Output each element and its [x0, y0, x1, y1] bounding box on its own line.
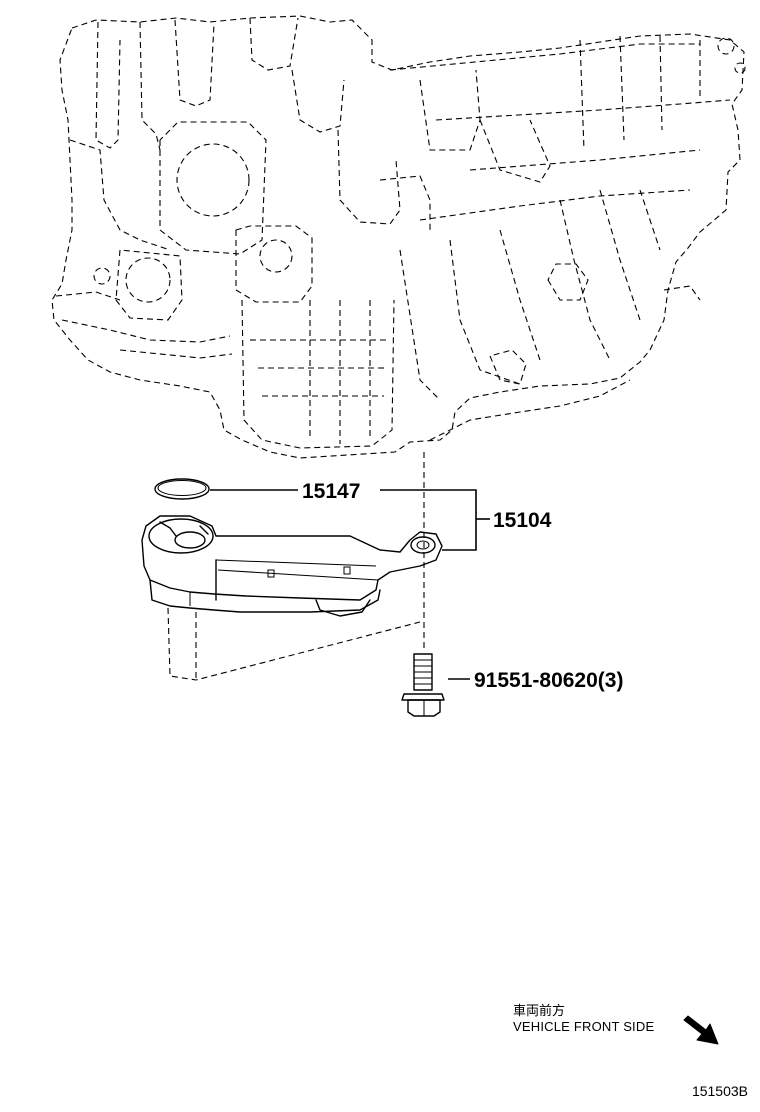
- direction-note-japanese: 車両前方: [513, 1004, 566, 1019]
- o-ring: [154, 478, 210, 500]
- leader-lines: [210, 489, 490, 680]
- callout-o-ring: 15147: [302, 480, 360, 503]
- callout-bolt: 91551-80620(3): [474, 669, 623, 692]
- figure-code: 151503B: [691, 1083, 748, 1099]
- direction-note-english: VEHICLE FRONT SIDE: [513, 1019, 655, 1034]
- oil-strainer-assembly: [141, 515, 443, 681]
- engine-block-outline: [51, 15, 746, 459]
- flange-bolt: [401, 653, 445, 717]
- arrow-down-right-icon: [683, 1015, 719, 1045]
- callout-strainer-assy: 15104: [493, 509, 552, 532]
